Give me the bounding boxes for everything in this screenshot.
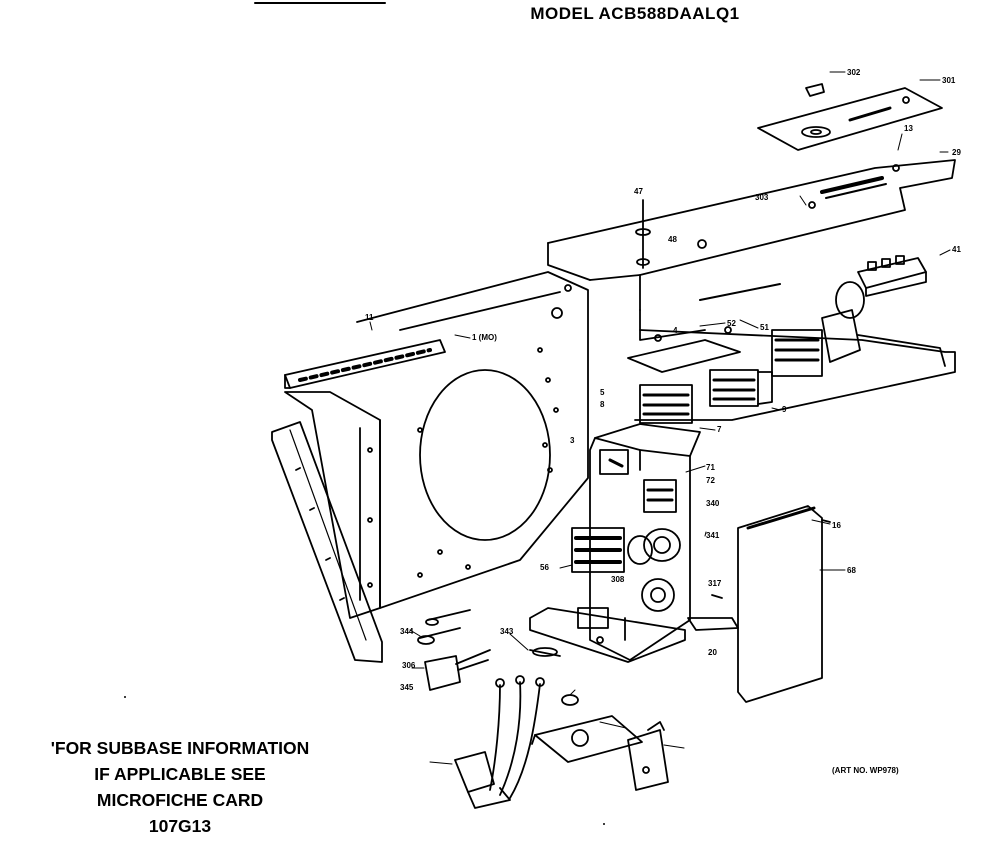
small-bracket [687,594,739,631]
callout-label: 11 [365,313,374,322]
top-cover-plate [757,83,943,151]
leader-lines [369,71,951,765]
callout-label: 5 [600,388,605,397]
side-panel [284,391,381,619]
callout-label: 20 [708,648,717,657]
terminal-block [857,255,927,297]
callout-label: 71 [706,463,715,472]
relay-right [709,369,773,407]
callout-label: 3 [570,436,575,445]
callout-label: 308 [611,575,625,584]
callout-label: 306 [402,661,416,670]
callout-label: 317 [708,579,722,588]
bottom-tray [529,607,686,663]
callout-label: 29 [952,148,961,157]
note-line: 107G13 [148,816,212,836]
callout-label: 345 [400,683,414,692]
callout-label: 9 [782,405,787,414]
motor [771,281,865,377]
callout-label: 47 [634,187,643,196]
callout-label: 16 [832,521,841,530]
note-line: 'FOR SUBBASE INFORMATION [50,738,310,758]
front-grille [271,421,383,663]
callout-label: 68 [847,566,856,575]
callout-label: 41 [952,245,961,254]
callout-label: 301 [942,76,956,85]
note-line: MICROFICHE CARD [96,790,264,810]
wire-connector [417,609,491,691]
transformer [571,527,653,573]
callout-label: 8 [600,400,605,409]
callout-label: 4 [673,326,678,335]
selector-switch [641,479,681,612]
callout-label: 7 [717,425,722,434]
callout-label: 48 [668,235,677,244]
callout-label: 56 [540,563,549,572]
callout-label: 302 [847,68,861,77]
base-pan [634,283,956,421]
access-door [737,505,831,703]
subbase-note: 'FOR SUBBASE INFORMATION IF APPLICABLE S… [0,735,360,839]
scan-dot [603,823,605,825]
callout-label: 303 [755,193,769,202]
note-line: IF APPLICABLE SEE [94,764,266,784]
scan-dot [124,696,126,698]
cord-bracket [531,715,643,763]
callout-label: 72 [706,476,715,485]
callout-label: 13 [904,124,913,133]
callout-label: 51 [760,323,769,332]
louver-strip [284,339,446,389]
power-cord [454,675,545,809]
callout-labels: 1 (MO) 11 13 29 301 302 303 41 47 48 51 … [365,68,961,692]
callout-label: 343 [500,627,514,636]
mounting-plate [627,326,741,373]
callout-label: 52 [727,319,736,328]
model-title: MODEL ACB588DAALQ1 [530,4,740,23]
strain-relief [529,647,579,706]
blower-housing-panel [356,271,589,609]
callout-label: 341 [706,531,720,540]
relay-left [639,384,693,424]
fastener-stack [635,199,816,269]
mounting-clip [627,721,669,791]
callout-label: 1 (MO) [472,333,497,342]
art-number: (ART NO. WP978) [832,766,899,775]
callout-label: 340 [706,499,720,508]
callout-label: 344 [400,627,414,636]
control-panel-bracket [547,159,956,341]
